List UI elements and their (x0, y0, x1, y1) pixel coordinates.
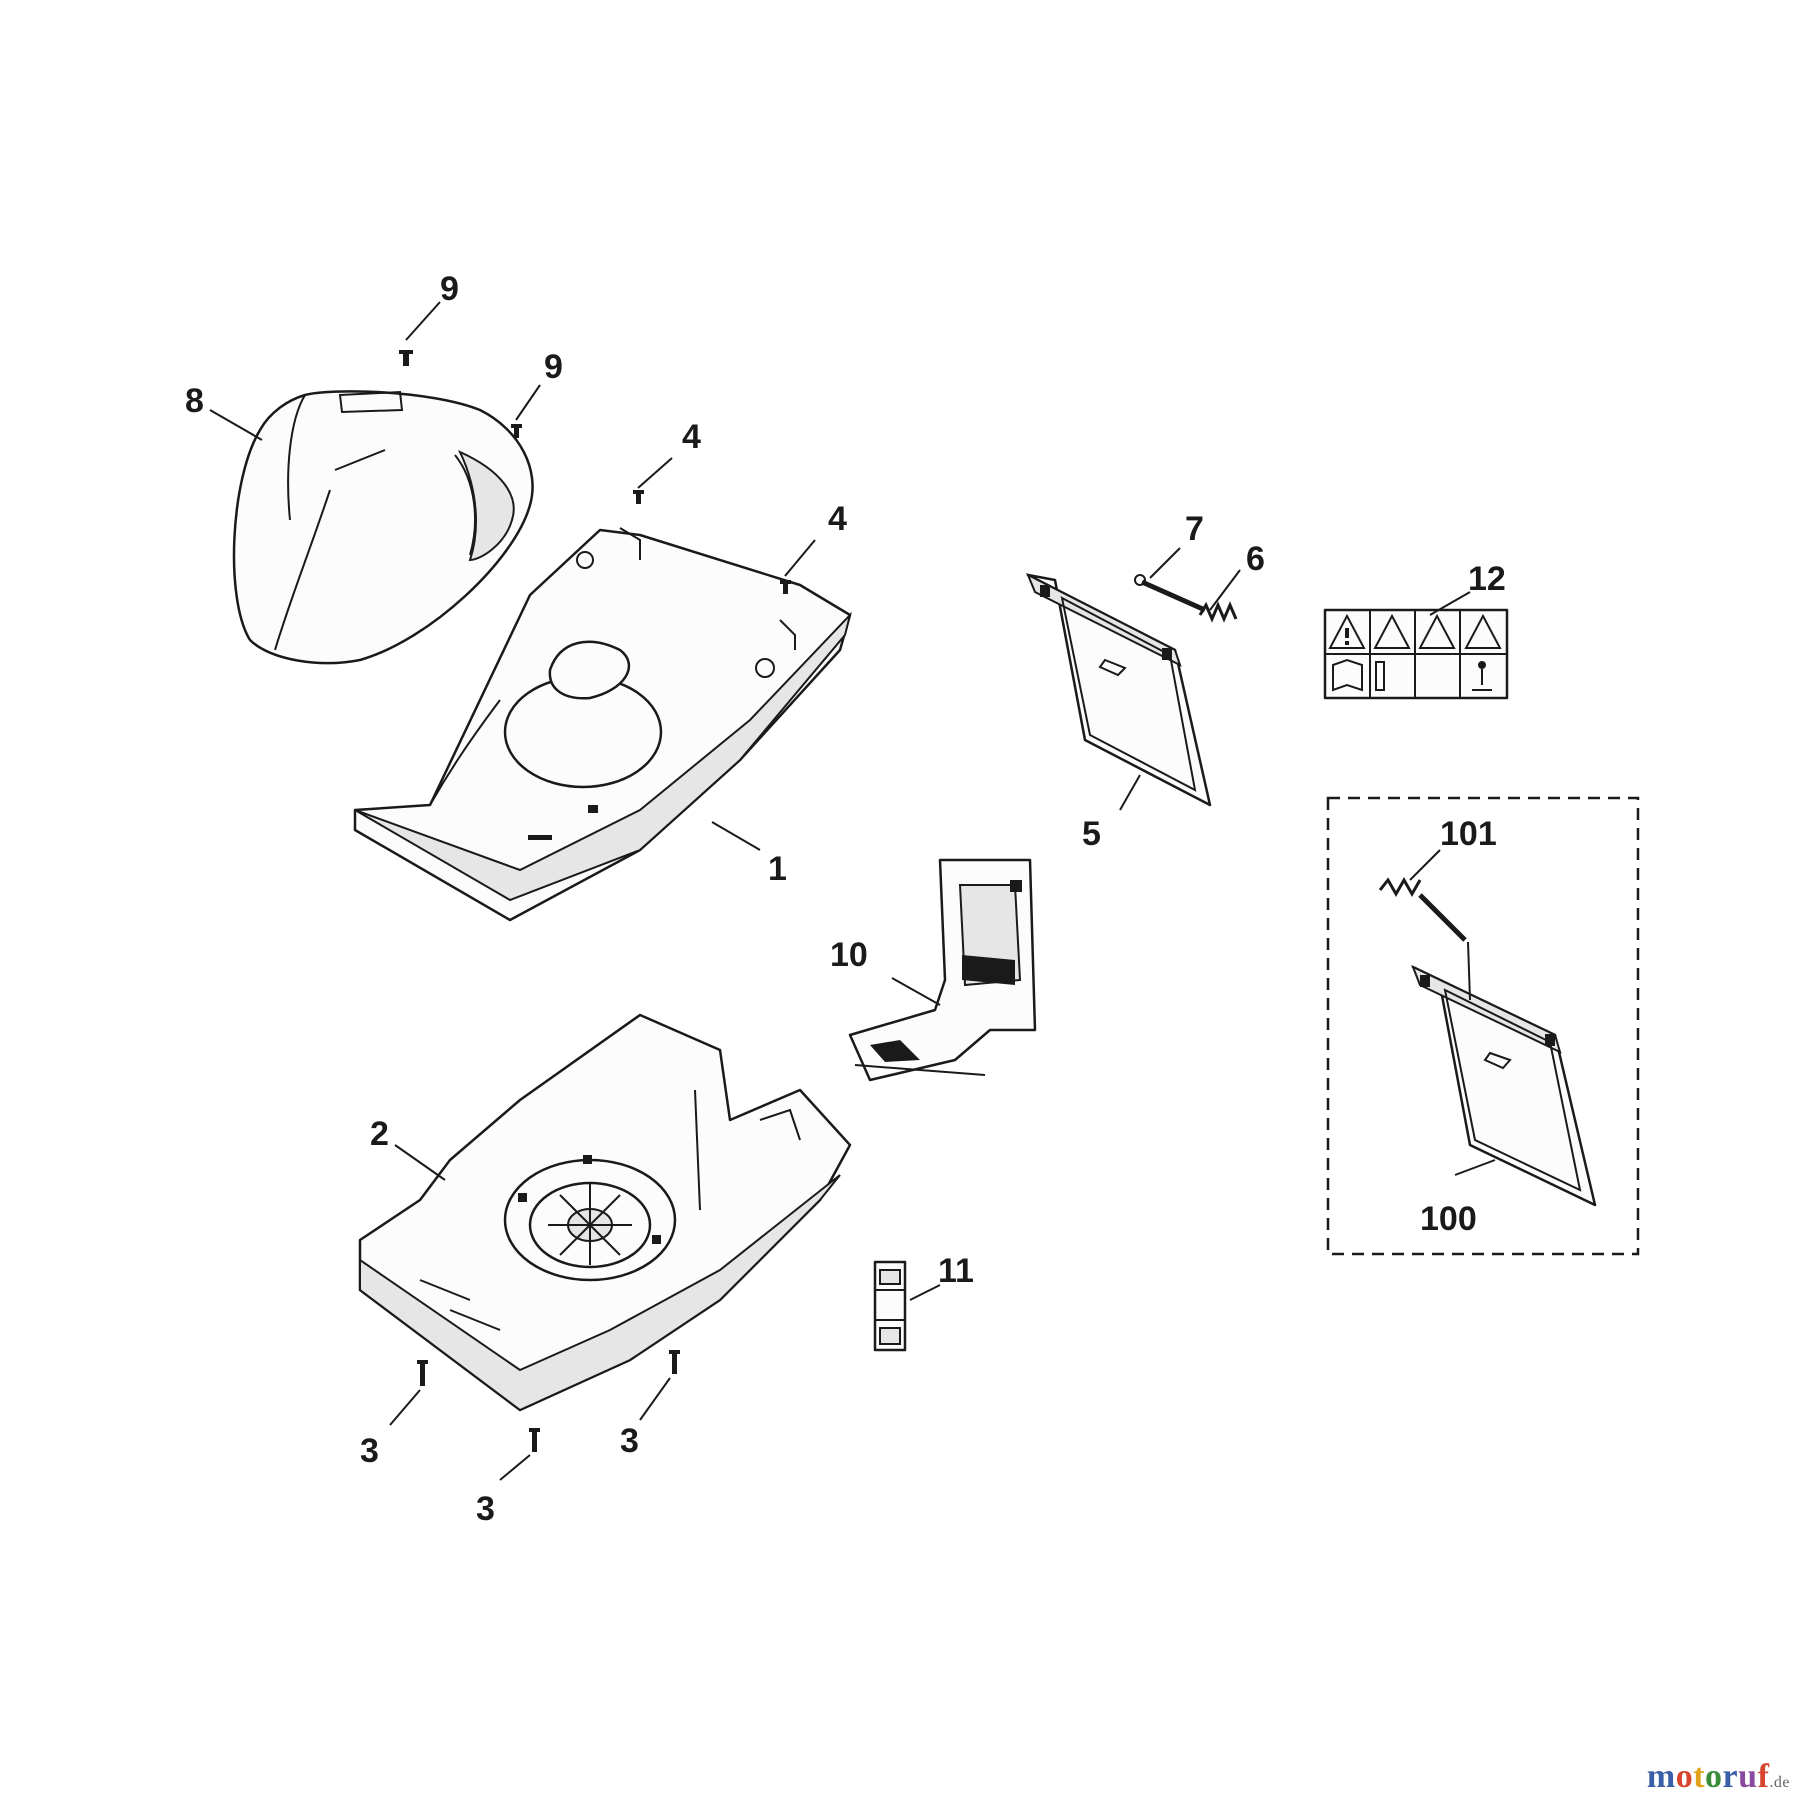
part-2-lower-housing (358, 1013, 852, 1412)
callout-5: 5 (1082, 815, 1101, 853)
callout-2: 2 (370, 1115, 389, 1153)
part-7-axle (1134, 574, 1207, 613)
part-101-spring-axle (1378, 876, 1471, 1001)
part-10-clip (848, 858, 1037, 1082)
watermark-logo: motoruf.de (1646, 1758, 1790, 1795)
screw-9a-icon (399, 350, 413, 366)
callout-8: 8 (185, 382, 204, 420)
screw-3a-icon (417, 1360, 428, 1386)
part-5-rear-flap (1026, 572, 1212, 807)
screw-3b-icon (529, 1428, 540, 1452)
screw-3c-icon (669, 1350, 680, 1374)
part-6-spring (1198, 601, 1238, 623)
callout-11: 11 (938, 1252, 974, 1290)
part-11-label (873, 1260, 907, 1352)
screw-icons (399, 350, 791, 1452)
callout-7: 7 (1185, 510, 1204, 548)
callout-4b: 4 (828, 500, 847, 538)
callout-12: 12 (1468, 560, 1506, 598)
callout-3c: 3 (620, 1422, 639, 1460)
callout-3a: 3 (360, 1432, 379, 1470)
optional-kit-box (1326, 796, 1640, 1256)
leader-lines (209, 301, 1496, 1481)
screw-4b-icon (780, 580, 791, 594)
part-8-rear-cover (232, 390, 534, 665)
callout-4a: 4 (682, 418, 701, 456)
callout-1: 1 (768, 850, 787, 888)
callout-9a: 9 (440, 270, 459, 308)
screw-9b-icon (511, 424, 522, 438)
screw-4a-icon (633, 490, 644, 504)
callout-9b: 9 (544, 348, 563, 386)
callout-101: 101 (1440, 815, 1497, 853)
callout-3b: 3 (476, 1490, 495, 1528)
callout-10: 10 (830, 936, 868, 974)
callout-6: 6 (1246, 540, 1265, 578)
callout-100: 100 (1420, 1200, 1477, 1238)
part-1-upper-housing (353, 527, 852, 922)
part-100-flap (1411, 965, 1597, 1207)
part-12-warning-label (1323, 608, 1509, 700)
callout-labels: 9 9 8 4 4 1 2 3 3 3 5 7 6 12 10 11 101 1… (185, 270, 1506, 1528)
